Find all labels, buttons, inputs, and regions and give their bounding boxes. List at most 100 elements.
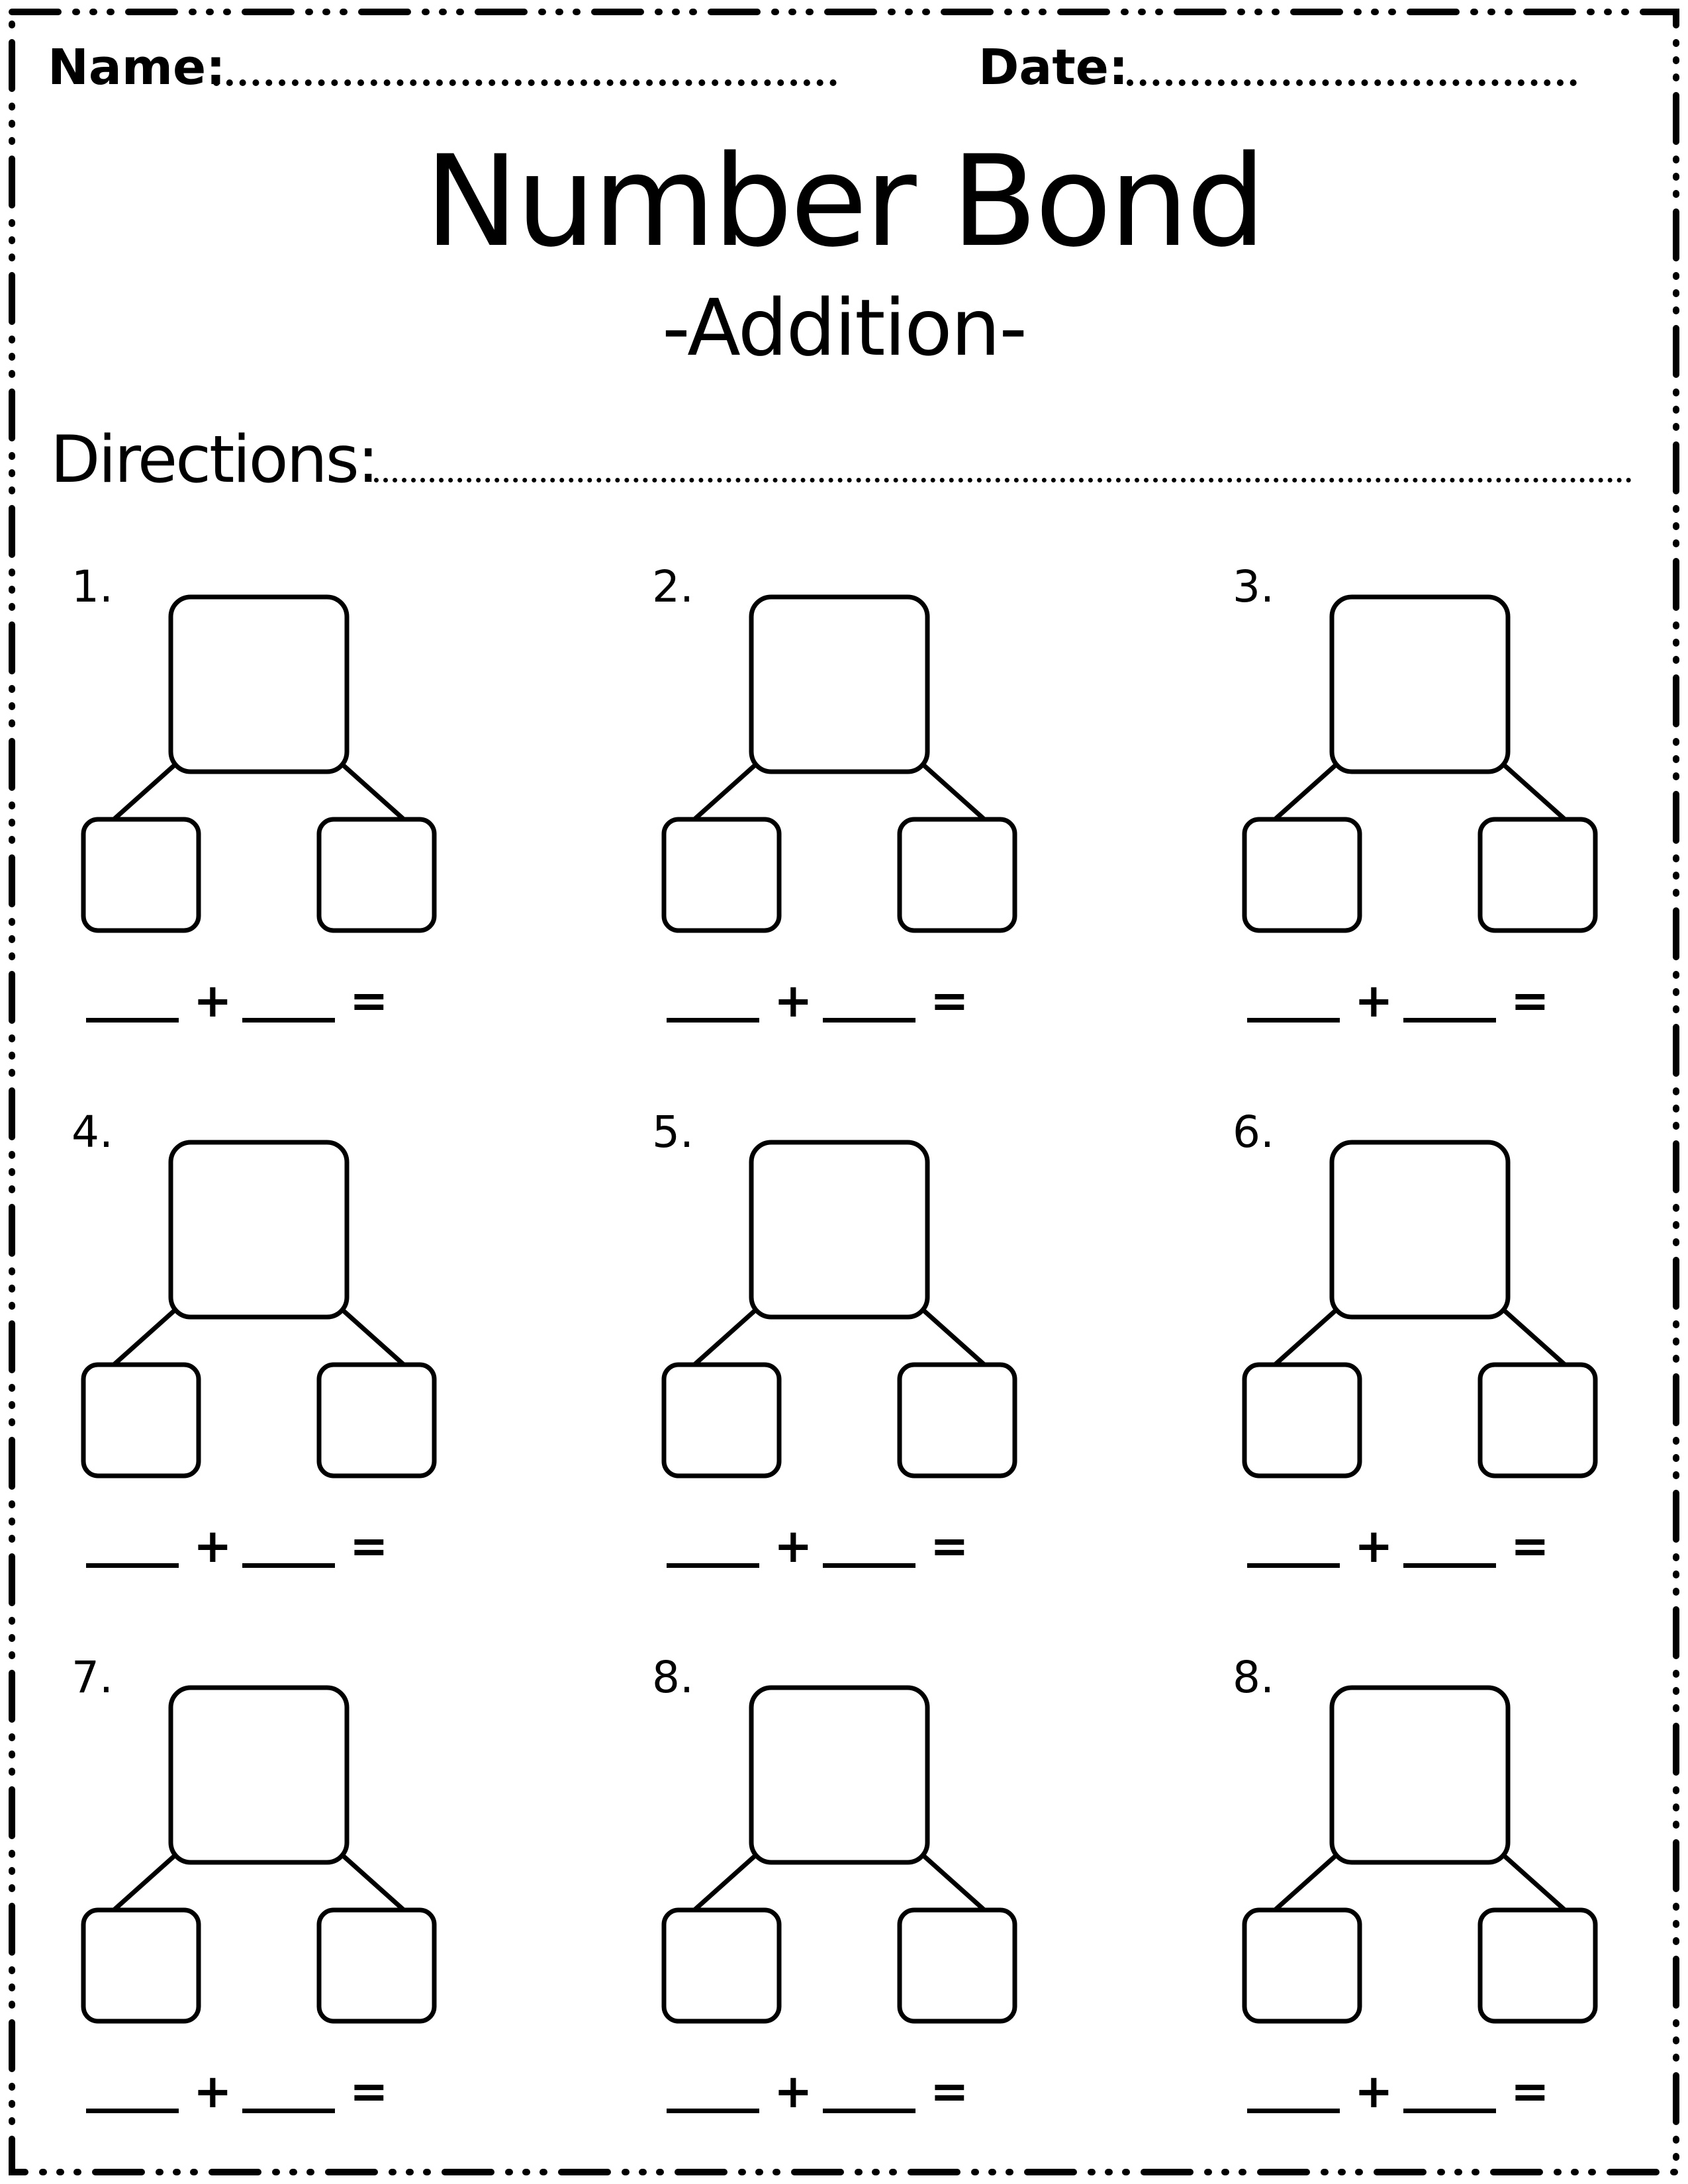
part-box-left[interactable] — [81, 817, 201, 933]
part-box-left[interactable] — [661, 817, 782, 933]
equals-sign: = — [1511, 974, 1550, 1028]
whole-box[interactable] — [749, 1140, 930, 1320]
connector-line-right — [340, 762, 406, 821]
connector-line-left — [112, 762, 178, 821]
whole-box[interactable] — [168, 594, 350, 774]
number-bond-problem: 1.+= — [71, 564, 469, 1067]
addition-equation: += — [1233, 1513, 1630, 1579]
plus-sign: + — [774, 974, 813, 1028]
number-bond-problem: 8. + = — [1233, 1655, 1630, 2158]
number-bond-problem: 2.+= — [652, 564, 1049, 1067]
addend-blank-1[interactable] — [1247, 2109, 1340, 2113]
part-box-right[interactable] — [1477, 1362, 1598, 1479]
plus-sign: + — [774, 1519, 813, 1573]
number-bond-diagram — [1242, 594, 1598, 933]
plus-sign: + — [774, 2064, 813, 2118]
addition-equation: += — [652, 1513, 1049, 1579]
part-box-right[interactable] — [316, 1362, 437, 1479]
plus-sign: + — [193, 2064, 232, 2118]
date-field[interactable] — [1127, 79, 1577, 86]
addend-blank-2[interactable] — [1403, 1018, 1496, 1023]
equals-sign: = — [1511, 1519, 1550, 1573]
part-box-right[interactable] — [1477, 817, 1598, 933]
connector-line-right — [920, 1852, 986, 1912]
problem-number: 7. — [71, 1652, 113, 1703]
addend-blank-1[interactable] — [667, 1018, 759, 1023]
part-box-left[interactable] — [661, 1362, 782, 1479]
date-label: Date: — [978, 39, 1129, 96]
part-box-left[interactable] — [81, 1907, 201, 2024]
part-box-left[interactable] — [1242, 817, 1362, 933]
equals-sign: = — [930, 974, 969, 1028]
page-subtitle: -Addition- — [662, 282, 1027, 373]
addend-blank-2[interactable] — [823, 1018, 915, 1023]
number-bond-problem: 7.+= — [71, 1655, 469, 2158]
plus-sign: + — [1354, 1519, 1393, 1573]
addend-blank-2[interactable] — [1403, 2109, 1496, 2113]
problem-number: 5. — [652, 1107, 694, 1158]
addend-blank-1[interactable] — [667, 2109, 759, 2113]
number-bond-diagram — [81, 1140, 437, 1479]
addend-blank-1[interactable] — [86, 1018, 179, 1023]
part-box-right[interactable] — [897, 1907, 1017, 2024]
part-box-left[interactable] — [81, 1362, 201, 1479]
whole-box[interactable] — [168, 1685, 350, 1865]
whole-box[interactable] — [1329, 1685, 1511, 1865]
problem-number: 2. — [652, 561, 694, 612]
addend-blank-1[interactable] — [86, 2109, 179, 2113]
addend-blank-2[interactable] — [242, 2109, 335, 2113]
plus-sign: + — [193, 1519, 232, 1573]
name-field[interactable] — [213, 79, 837, 86]
addend-blank-1[interactable] — [1247, 1563, 1340, 1568]
connector-line-right — [920, 1307, 986, 1367]
part-box-right[interactable] — [897, 1362, 1017, 1479]
connector-line-left — [112, 1307, 178, 1367]
connector-line-right — [340, 1307, 406, 1367]
addition-equation: += — [71, 1513, 469, 1579]
part-box-left[interactable] — [661, 1907, 782, 2024]
addend-blank-2[interactable] — [1403, 1563, 1496, 1568]
number-bond-problem: 3.+= — [1233, 564, 1630, 1067]
equals-sign: = — [350, 974, 389, 1028]
addend-blank-1[interactable] — [86, 1563, 179, 1568]
connector-line-right — [920, 762, 986, 821]
number-bond-diagram — [81, 1685, 437, 2024]
number-bond-diagram — [661, 1140, 1017, 1479]
whole-box[interactable] — [1329, 1140, 1511, 1320]
equals-sign: = — [1511, 2064, 1550, 2118]
addend-blank-1[interactable] — [667, 1563, 759, 1568]
problem-number: 8. — [1233, 1652, 1274, 1703]
plus-sign: + — [1354, 2064, 1393, 2118]
addition-equation: += — [652, 968, 1049, 1034]
addend-blank-1[interactable] — [1247, 1018, 1340, 1023]
part-box-right[interactable] — [316, 1907, 437, 2024]
whole-box[interactable] — [749, 594, 930, 774]
connector-line-left — [1273, 1307, 1339, 1367]
part-box-right[interactable] — [316, 817, 437, 933]
connector-line-left — [112, 1852, 178, 1912]
problem-number: 6. — [1233, 1107, 1274, 1158]
whole-box[interactable] — [1329, 594, 1511, 774]
problem-number: 4. — [71, 1107, 113, 1158]
part-box-left[interactable] — [1242, 1907, 1362, 2024]
name-label: Name: — [48, 39, 226, 96]
directions-field[interactable] — [374, 478, 1632, 482]
equals-sign: = — [350, 2064, 389, 2118]
addend-blank-2[interactable] — [823, 1563, 915, 1568]
part-box-left[interactable] — [1242, 1362, 1362, 1479]
connector-line-right — [1501, 1307, 1567, 1367]
whole-box[interactable] — [168, 1140, 350, 1320]
addition-equation: += — [71, 2058, 469, 2124]
plus-sign: + — [1354, 974, 1393, 1028]
addend-blank-2[interactable] — [242, 1018, 335, 1023]
number-bond-problem: 8.+= — [652, 1655, 1049, 2158]
equals-sign: = — [930, 2064, 969, 2118]
number-bond-diagram — [1242, 1140, 1598, 1479]
addend-blank-2[interactable] — [823, 2109, 915, 2113]
connector-line-right — [1501, 1852, 1567, 1912]
equals-sign: = — [350, 1519, 389, 1573]
part-box-right[interactable] — [1477, 1907, 1598, 2024]
part-box-right[interactable] — [897, 817, 1017, 933]
addend-blank-2[interactable] — [242, 1563, 335, 1568]
whole-box[interactable] — [749, 1685, 930, 1865]
